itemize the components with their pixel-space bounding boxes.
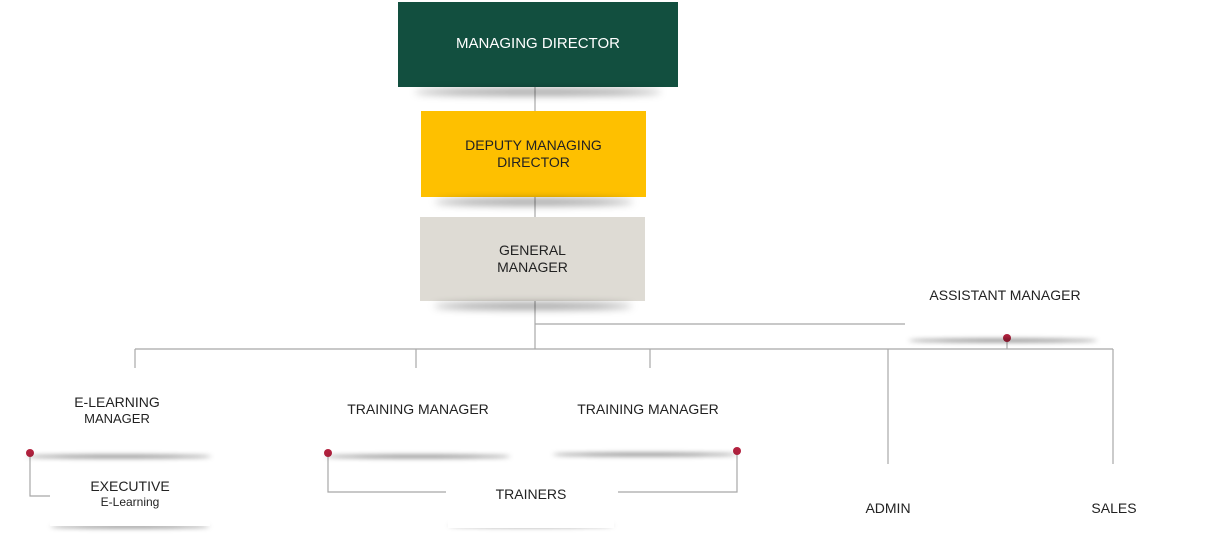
elearning-manager-line1: E-LEARNING <box>74 394 160 410</box>
sales-label: SALES <box>1091 500 1137 516</box>
managing-director-label: MANAGING DIRECTOR <box>456 35 620 53</box>
managing-director-box: MANAGING DIRECTOR <box>398 2 678 87</box>
shadow-bar <box>325 455 511 465</box>
admin-node: ADMIN <box>838 500 938 517</box>
assistant-manager-node: ASSISTANT MANAGER <box>905 287 1105 304</box>
sales-node: SALES <box>1064 500 1164 517</box>
elearning-manager-line2: MANAGER <box>84 410 150 426</box>
executive-node: EXECUTIVE E-Learning <box>50 464 210 526</box>
general-manager-box: GENERAL MANAGER <box>420 217 645 301</box>
trainers-node: TRAINERS <box>448 466 614 528</box>
training-manager-node-2: TRAINING MANAGER <box>548 401 748 418</box>
shadow-bar <box>50 525 210 535</box>
training-manager-1-label: TRAINING MANAGER <box>347 401 489 417</box>
training-manager-node-1: TRAINING MANAGER <box>318 401 518 418</box>
shadow-bar <box>552 453 738 463</box>
executive-line1: EXECUTIVE <box>90 478 170 494</box>
admin-label: ADMIN <box>865 500 911 516</box>
deputy-managing-director-box: DEPUTY MANAGING DIRECTOR <box>421 111 646 197</box>
training-manager-2-label: TRAINING MANAGER <box>577 401 719 417</box>
trainers-label: TRAINERS <box>495 486 567 502</box>
shadow-bar <box>908 339 1098 349</box>
executive-line2: E-Learning <box>100 494 160 509</box>
deputy-managing-director-label: DEPUTY MANAGING DIRECTOR <box>465 136 602 171</box>
general-manager-label: GENERAL MANAGER <box>497 241 568 276</box>
assistant-manager-label: ASSISTANT MANAGER <box>929 287 1081 303</box>
elearning-manager-node: E-LEARNING MANAGER <box>47 394 187 426</box>
